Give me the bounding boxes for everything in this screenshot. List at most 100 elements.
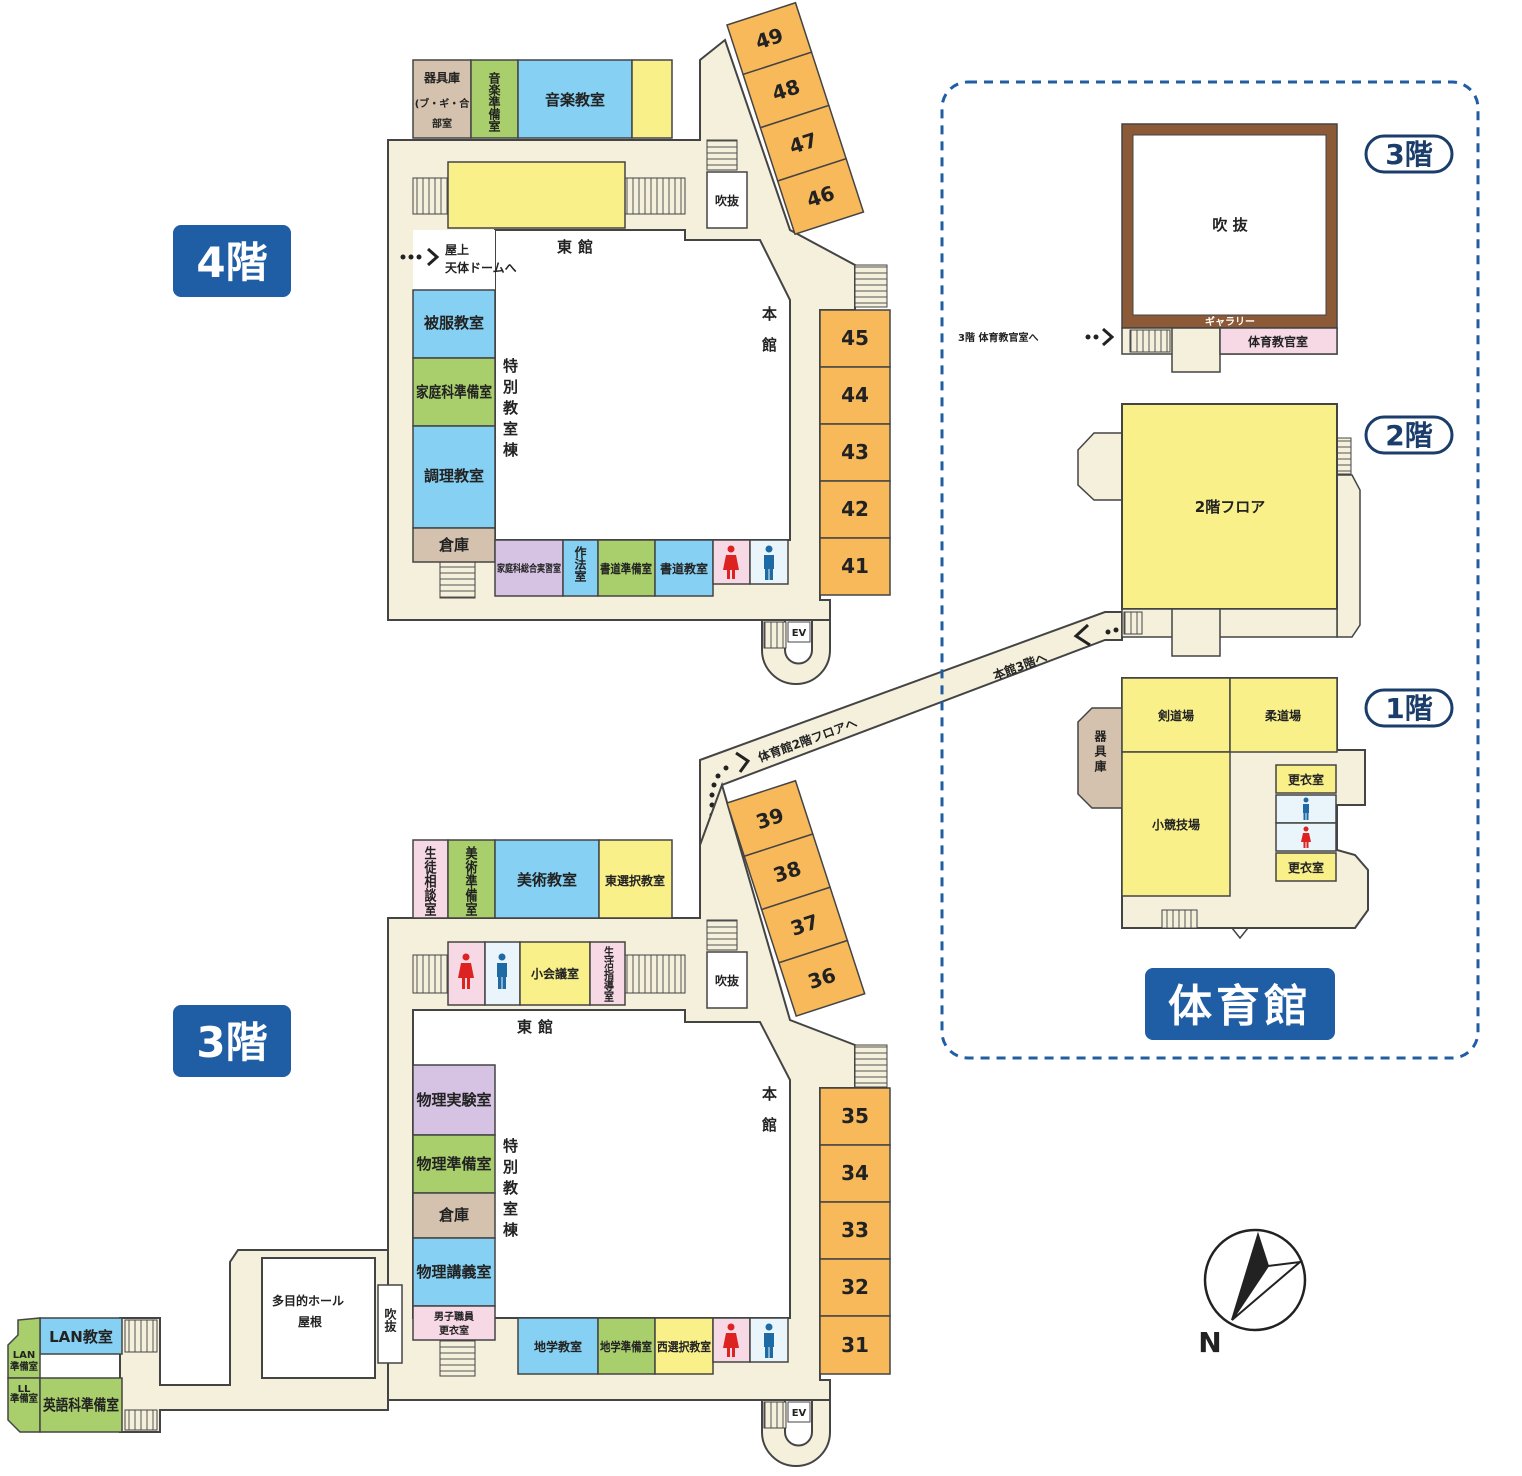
men-restroom-icon <box>764 545 774 580</box>
men-restroom-icon <box>1303 797 1309 820</box>
floor-3-english-prep[interactable] <box>39 1377 123 1433</box>
gym-3f-pe-office[interactable] <box>1219 327 1338 355</box>
floor-3-east-elective[interactable] <box>598 839 673 919</box>
gymnasium-panel: 吹 抜 ギャラリー 体育教官室 3階 体育教官室へ 3階 2階フロア 2階 器具… <box>940 80 1480 1060</box>
floor-4-music-prep-label: 音楽準備室 <box>487 71 501 133</box>
gym-1f-locker-2[interactable] <box>1275 852 1337 882</box>
floor-4-equipment-room[interactable] <box>412 59 472 139</box>
floor-3-english-prep-label: 英語科準備室 <box>43 1396 119 1414</box>
floor-3-male-staff-label-1: 男子職員 <box>434 1310 474 1323</box>
floor-4-main-wing-label: 本館 <box>760 305 778 368</box>
floor-4-equipment-room-sub: (ブ・ギ・合 <box>415 97 471 110</box>
gym-dashed-border <box>940 80 1480 1060</box>
floor-3-east-wing-label: 東館 <box>517 1018 559 1036</box>
men-restroom-icon <box>497 953 507 989</box>
floor-3-title-badge <box>173 1005 291 1077</box>
floor-3-ev-label: EV <box>792 1408 807 1419</box>
gym-2f-badge <box>1364 415 1454 455</box>
classroom-35[interactable] <box>819 1087 891 1146</box>
floor-4-storage-label: 倉庫 <box>438 536 469 554</box>
gym-title-badge <box>1145 968 1335 1040</box>
floor-4-equipment-room-label: 器具庫 <box>423 70 460 85</box>
floor-4-east-classrooms: 45 44 43 42 41 <box>819 309 891 596</box>
floor-4-title-badge <box>173 225 291 297</box>
floor-3-male-staff-locker[interactable] <box>412 1305 496 1341</box>
floor-4-home-econ-lab[interactable] <box>494 539 564 597</box>
floor-3-storage[interactable] <box>412 1192 496 1239</box>
gym-1f-kendo-hall[interactable] <box>1121 677 1231 753</box>
classroom-41[interactable] <box>819 537 891 596</box>
gym-1f-badge-label: 1階 <box>1385 692 1432 725</box>
gym-1f-small-arena[interactable] <box>1121 751 1231 897</box>
floor-4-home-econ-prep[interactable] <box>412 357 496 427</box>
classroom-34-label: 34 <box>841 1161 869 1185</box>
classroom-44-label: 44 <box>841 383 869 407</box>
classroom-43[interactable] <box>819 423 891 482</box>
gym-1f-locker-2-label: 更衣室 <box>1288 860 1324 875</box>
classroom-36[interactable] <box>777 939 866 1017</box>
arrow-right-icon <box>1102 327 1115 347</box>
gym-3f-badge <box>1364 134 1454 174</box>
floor-3-guidance-room[interactable] <box>589 941 626 1006</box>
floor-3-atrium-label: 吹抜 <box>715 973 740 988</box>
floor-4-calligraphy-prep[interactable] <box>597 539 656 597</box>
to-gym-arrow-icon <box>735 751 751 773</box>
floor-4-home-econ-prep-label: 家庭科準備室 <box>416 383 492 401</box>
floor-3-student-counseling-label: 生徒相談室 <box>423 844 437 916</box>
classroom-44[interactable] <box>819 366 891 425</box>
floor-4-rooftop-arrow[interactable]: 屋上 天体ドームへ <box>400 242 517 275</box>
compass-icon <box>1203 1228 1307 1332</box>
gym-1f-restroom-women[interactable] <box>1275 822 1337 852</box>
floor-3-physics-prep[interactable] <box>412 1134 496 1194</box>
floor-3-earth-science[interactable] <box>517 1317 599 1375</box>
floor-3-small-meeting-label: 小会議室 <box>531 966 579 981</box>
floor-4-central-hall[interactable] <box>447 161 626 229</box>
gym-2f-floor-label: 2階フロア <box>1195 498 1265 516</box>
floor-4-atrium-label: 吹抜 <box>715 193 740 208</box>
gym-1f-judo-hall[interactable] <box>1229 677 1338 753</box>
floor-4-equipment-room-sub2: 部室 <box>432 117 452 130</box>
classroom-34[interactable] <box>819 1144 891 1203</box>
classroom-45[interactable] <box>819 309 891 368</box>
floor-3-ll-prep[interactable] <box>7 1377 41 1433</box>
classroom-32-label: 32 <box>841 1275 869 1299</box>
floor-4-music-room[interactable] <box>517 59 633 139</box>
gym-1f-badge <box>1364 688 1454 728</box>
floor-3-special-wing-label: 特別教室棟 <box>501 1137 519 1243</box>
classroom-31-label: 31 <box>841 1333 869 1357</box>
floor-4-cooking-room[interactable] <box>412 425 496 529</box>
floor-3-stairs-south <box>439 1339 476 1377</box>
floor-3-physics-lecture[interactable] <box>412 1237 496 1307</box>
floor-3-west-elective[interactable] <box>654 1317 714 1375</box>
gym-2f-floor[interactable] <box>1121 403 1338 610</box>
classroom-33-label: 33 <box>841 1218 869 1242</box>
classroom-42[interactable] <box>819 480 891 539</box>
classroom-32[interactable] <box>819 1258 891 1317</box>
floor-3-stairs-west <box>412 954 449 994</box>
floor-4-plan: EV 器具庫 (ブ・ギ・合 部室 音楽準備室 音楽教室 吹抜 東館 屋上 <box>173 1 891 685</box>
floor-4-stairs-west <box>412 177 449 215</box>
floor-4-rooftop-label-2: 天体ドームへ <box>445 260 517 275</box>
floor-3-ll-prep-label-1: LL <box>18 1384 31 1395</box>
floor-4-music-prep-room[interactable] <box>470 59 519 139</box>
gym-3f-atrium-label: 吹 抜 <box>1212 216 1248 234</box>
classroom-42-label: 42 <box>841 497 869 521</box>
floor-3-atrium-west <box>377 1284 403 1364</box>
gym-1f-locker-1[interactable] <box>1275 764 1337 794</box>
floor-3-diagonal-classrooms: 39 38 37 36 <box>726 779 866 1017</box>
classroom-46[interactable] <box>776 157 865 236</box>
classroom-45-label: 45 <box>841 326 869 350</box>
floor-4-yellow-room[interactable] <box>631 59 673 139</box>
gym-3f-arrow[interactable]: 3階 体育教官室へ <box>958 327 1115 347</box>
floor-3-physics-lab-label: 物理実験室 <box>416 1091 491 1109</box>
classroom-33[interactable] <box>819 1201 891 1260</box>
floor-3-multipurpose-roof <box>261 1257 376 1379</box>
floor-4-storage[interactable] <box>412 527 496 563</box>
gym-3f-badge-label: 3階 <box>1385 138 1432 171</box>
classroom-31[interactable] <box>819 1315 891 1375</box>
floor-4-east-wing-label: 東館 <box>557 238 599 256</box>
floor-4-home-econ-lab-label: 家庭科総合実習室 <box>497 562 561 575</box>
gym-3f-gallery-label: ギャラリー <box>1205 315 1255 328</box>
floor-3-multipurpose-label-2: 屋根 <box>298 1314 322 1329</box>
floor-4-clothing-room[interactable] <box>412 289 496 359</box>
